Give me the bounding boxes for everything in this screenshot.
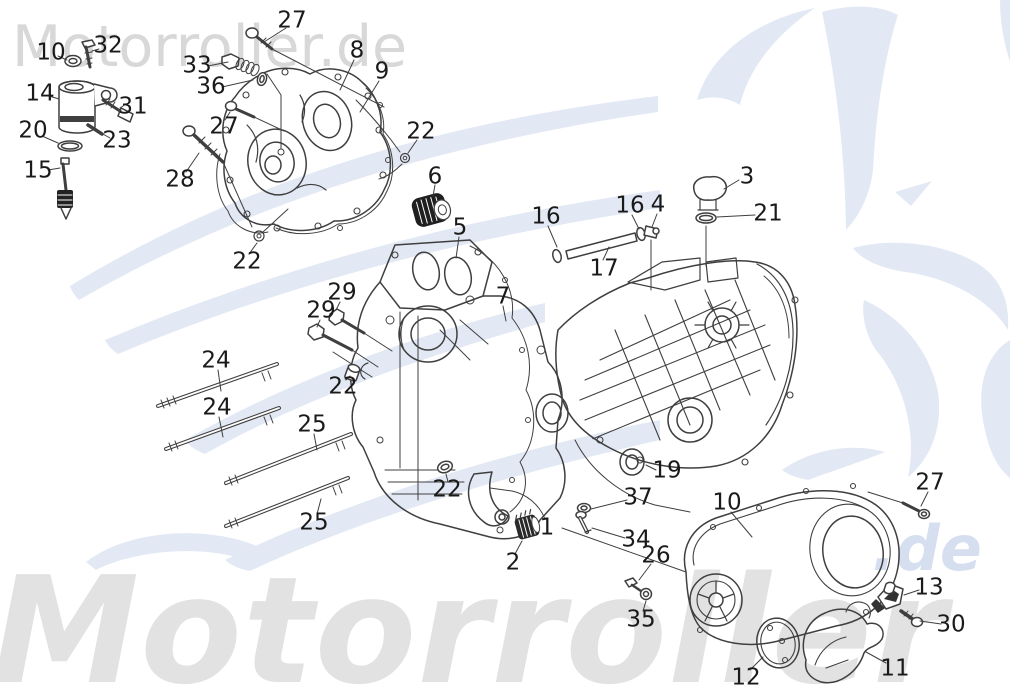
part-callout-25: 25: [299, 509, 329, 536]
cover-bolts-group: [182, 27, 411, 242]
oil-seal-19: [619, 448, 645, 476]
part-callout-2: 2: [505, 549, 521, 576]
crankcase-studs: [156, 362, 353, 529]
part-callout-22: 22: [406, 118, 436, 145]
part-callout-32: 32: [93, 32, 123, 59]
part-callout-10: 10: [36, 39, 66, 66]
part-callout-29: 29: [306, 297, 336, 324]
part-callout-17: 17: [589, 255, 619, 282]
cvt-cover-group: [683, 482, 900, 646]
crankcase-cover-group: [216, 67, 394, 235]
watermark-top-logo: Motorroller.de: [12, 14, 408, 80]
air-duct-cover-11: [802, 601, 884, 684]
part-callout-22: 22: [432, 476, 462, 503]
part-callout-7: 7: [495, 283, 511, 310]
part-callout-23: 23: [102, 127, 132, 154]
dipstick-group: [552, 225, 660, 291]
part-callout-11: 11: [880, 655, 910, 682]
part-callout-25: 25: [297, 411, 327, 438]
part-callout-35: 35: [626, 606, 656, 633]
part-callout-21: 21: [753, 200, 783, 227]
part-callout-10: 10: [712, 489, 742, 516]
bracket-13: [871, 581, 904, 613]
part-callout-24: 24: [202, 394, 232, 421]
part-callout-13: 13: [914, 574, 944, 601]
part-callout-31: 31: [118, 93, 148, 120]
case-gasket-trace: [469, 245, 535, 513]
part-callout-9: 9: [374, 58, 390, 85]
inner-cover-12: [756, 617, 800, 669]
part-callout-20: 20: [18, 117, 48, 144]
part-callout-14: 14: [25, 80, 55, 107]
part-callout-27: 27: [209, 113, 239, 140]
bottom-small-parts: [514, 502, 653, 601]
part-callout-12: 12: [731, 664, 761, 691]
part-callout-26: 26: [641, 542, 671, 569]
part-callout-29: 29: [327, 279, 357, 306]
part-callout-19: 19: [652, 457, 682, 484]
part-callout-22: 22: [328, 373, 358, 400]
oil-strainer-cap: [411, 193, 452, 227]
part-callout-16: 16: [531, 203, 561, 230]
part-callout-4: 4: [650, 191, 666, 218]
part-callout-5: 5: [452, 214, 468, 241]
part-callout-28: 28: [165, 166, 195, 193]
part-callout-33: 33: [182, 52, 212, 79]
part-callout-30: 30: [936, 611, 966, 638]
part-callout-27: 27: [915, 469, 945, 496]
bolt-30: [899, 609, 924, 628]
part-callout-22: 22: [232, 248, 262, 275]
part-callout-1: 1: [539, 514, 555, 541]
dowel-pins-22: [344, 363, 454, 474]
part-callout-8: 8: [349, 37, 365, 64]
part-callout-34: 34: [621, 526, 651, 553]
part-callout-15: 15: [23, 157, 53, 184]
right-crankcase-half: [555, 257, 799, 573]
part-callout-24: 24: [201, 347, 231, 374]
part-callout-16: 16: [615, 192, 645, 219]
part-callout-3: 3: [739, 163, 755, 190]
leader-lines: [41, 27, 942, 671]
part-callout-37: 37: [623, 484, 653, 511]
tensioner-parts-group: [57, 39, 134, 220]
part-callout-36: 36: [196, 73, 226, 100]
part-callout-6: 6: [427, 163, 443, 190]
part-callout-27: 27: [277, 7, 307, 34]
bolt-27-bottom-right: [867, 491, 931, 520]
oil-filler-cap-group: [692, 175, 728, 267]
